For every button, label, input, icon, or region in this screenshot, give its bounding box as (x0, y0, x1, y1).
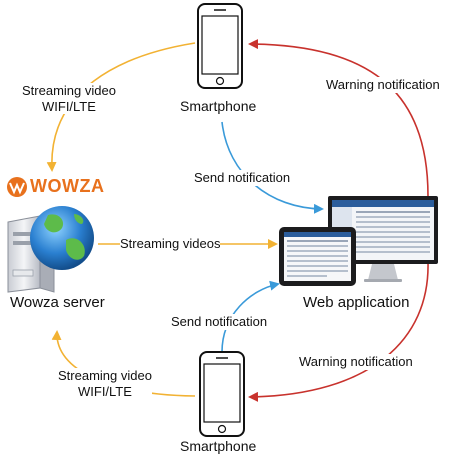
edge-label-warning-top: Warning notification (326, 77, 440, 93)
smartphone-bottom-icon (199, 351, 245, 437)
edge-label-streaming-bottom-line2: WIFI/LTE (78, 383, 132, 399)
arrow-bottom-phone-to-webapp (221, 280, 280, 353)
edge-label-warning-bottom: Warning notification (299, 354, 413, 370)
globe-icon (30, 206, 94, 270)
edge-label-streaming-bottom: Streaming video WIFI/LTE (58, 368, 152, 400)
smartphone-bottom-label: Smartphone (180, 438, 257, 455)
edge-label-send-notification-top: Send notification (194, 170, 291, 186)
edge-label-streaming-bottom-line1: Streaming video (58, 368, 152, 383)
edge-label-streaming-top-line2: WIFI/LTE (42, 98, 96, 114)
smartphone-top-icon (197, 3, 243, 89)
wowza-server-label: Wowza server (10, 294, 105, 312)
wowza-logo-text: WOWZA (30, 176, 105, 196)
tablet-icon (279, 227, 356, 286)
edge-label-streaming-top-line1: Streaming video (22, 83, 116, 98)
wowza-logo-icon (7, 177, 27, 197)
edge-label-streaming-videos: Streaming videos (120, 236, 221, 252)
edge-label-send-notification-bottom: Send notification (171, 314, 268, 330)
web-application-label: Web application (303, 294, 410, 312)
smartphone-top-label: Smartphone (180, 98, 257, 115)
arrow-top-phone-to-webapp (221, 121, 324, 214)
arrow-top-phone-to-wowza (46, 42, 196, 172)
edge-label-streaming-top: Streaming video WIFI/LTE (22, 83, 116, 115)
